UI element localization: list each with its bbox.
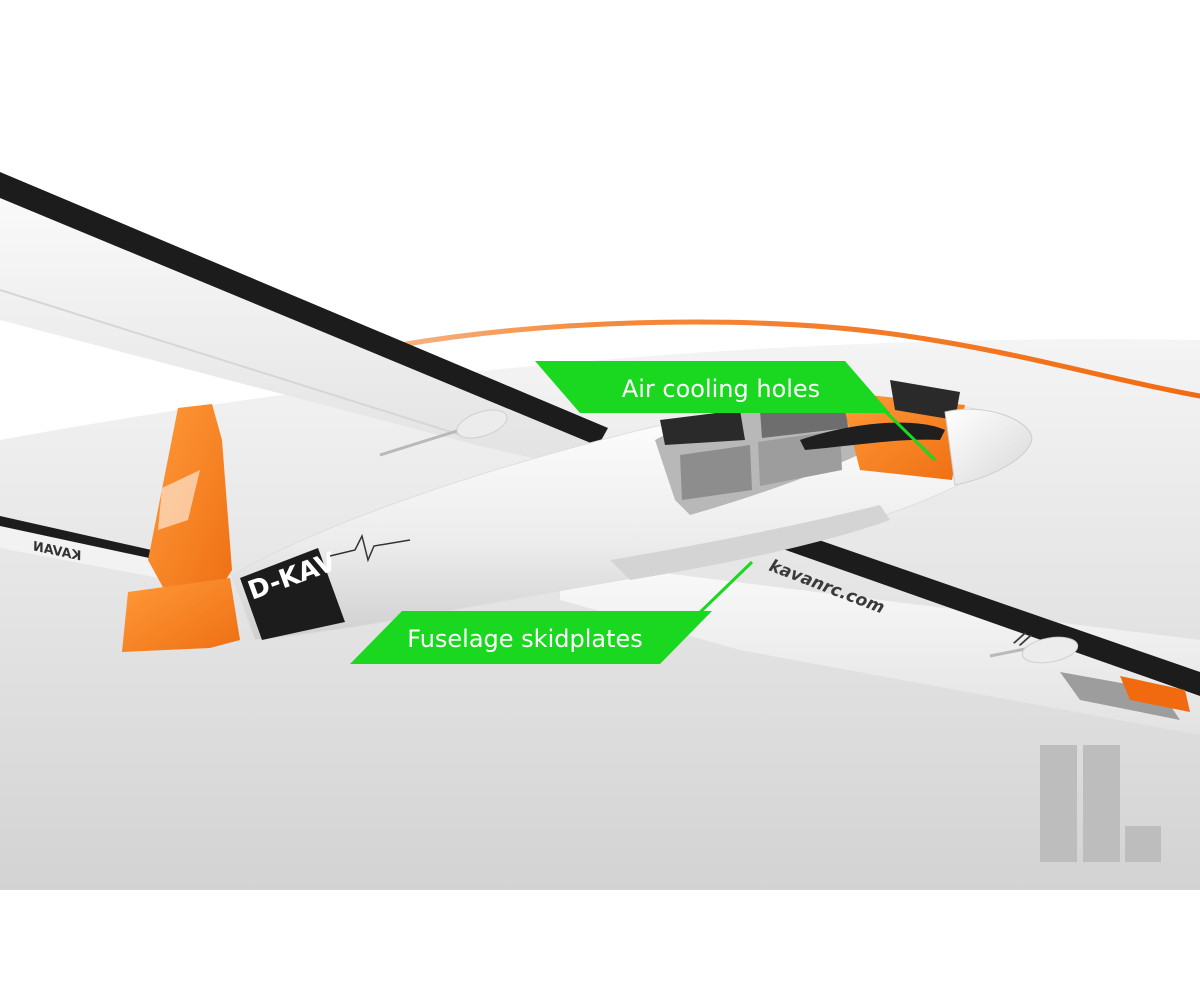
stacked-bars-logo-icon: [1040, 745, 1161, 862]
left-wing: [0, 172, 608, 470]
skidplates-label: Fuselage skidplates: [407, 625, 643, 653]
heartbeat-decal: [329, 533, 411, 563]
tail-fin: [122, 404, 240, 652]
spinner: [944, 408, 1033, 486]
skidplates-callout: Fuselage skidplates: [350, 560, 754, 664]
skidplate-panel: [610, 505, 890, 580]
star-emblem-icon: [158, 470, 200, 530]
folding-propeller: [800, 422, 945, 450]
skidplates-label-box: [350, 611, 712, 664]
orange-swoosh: [397, 319, 1200, 399]
air-cooling-label-box: [535, 361, 890, 413]
air-cooling-label: Air cooling holes: [622, 375, 820, 403]
air-cooling-callout: Air cooling holes: [535, 361, 937, 462]
